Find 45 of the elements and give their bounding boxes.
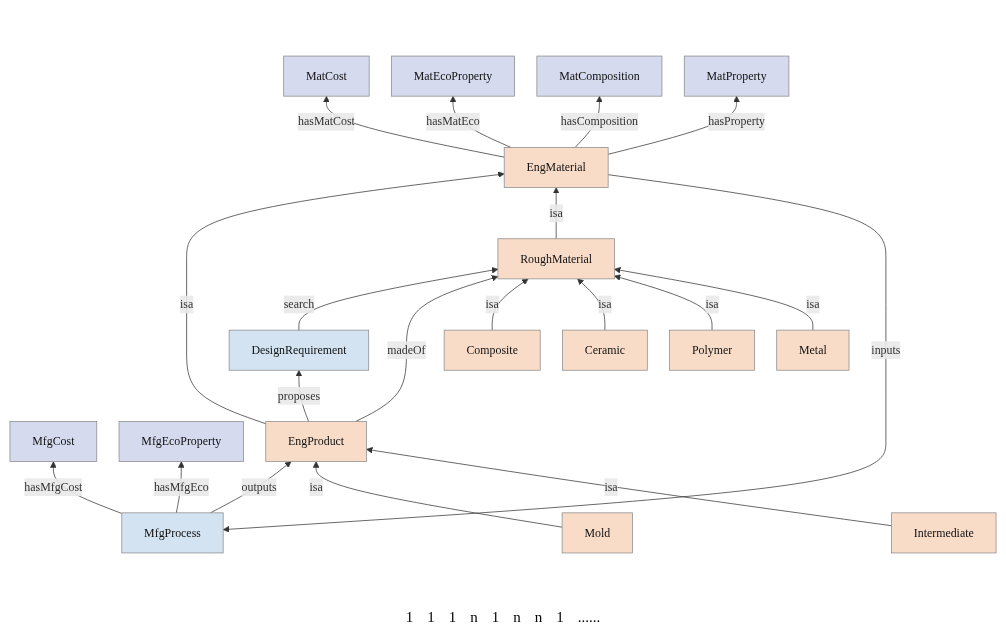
edge-label: hasComposition bbox=[560, 115, 639, 128]
edge-label: proposes bbox=[277, 389, 321, 402]
edge-label: isa bbox=[806, 297, 820, 311]
node-box: Polymer bbox=[669, 329, 755, 371]
edge-label: hasMfgEco bbox=[153, 480, 209, 494]
edge-label: isa bbox=[309, 480, 323, 494]
multiplicity-label: n bbox=[513, 609, 521, 626]
multiplicity-label: n bbox=[534, 609, 543, 626]
edge-label: isa bbox=[604, 480, 618, 494]
multiplicity-label: 1 bbox=[556, 609, 564, 626]
multiplicity-label: n bbox=[470, 609, 478, 626]
node-box: Intermediate bbox=[891, 512, 997, 554]
multiplicity-label: ...... bbox=[577, 609, 601, 626]
multiplicity-label: 1 bbox=[405, 609, 414, 626]
node-box: MatCost bbox=[283, 55, 370, 97]
edge-label: isa bbox=[485, 297, 499, 311]
edge-label: hasMatEco bbox=[426, 115, 480, 128]
node-box: MfgEcoProperty bbox=[118, 421, 244, 462]
node-box: Ceramic bbox=[562, 329, 648, 371]
edge-label: hasMatCost bbox=[298, 115, 355, 128]
node-box: Composite bbox=[443, 329, 541, 371]
node-box: DesignRequirement bbox=[228, 329, 370, 371]
multiplicity-label: 1 bbox=[427, 609, 435, 626]
edge-label: inputs bbox=[871, 343, 901, 357]
node-box: EngProduct bbox=[265, 421, 367, 462]
edge-label: isa bbox=[549, 206, 563, 220]
node-box: MfgCost bbox=[9, 421, 98, 462]
node-box: RoughMaterial bbox=[497, 238, 615, 280]
edge-label: isa bbox=[180, 297, 194, 311]
node-box: MatComposition bbox=[536, 55, 663, 97]
node-box: Metal bbox=[776, 329, 850, 371]
edge-label: hasProperty bbox=[708, 115, 765, 128]
multiplicity-label: 1 bbox=[491, 609, 500, 626]
node-box: MatProperty bbox=[683, 55, 790, 97]
multiplicity-label: 1 bbox=[448, 609, 457, 626]
edge-label: isa bbox=[705, 297, 719, 311]
node-box: EngMaterial bbox=[503, 147, 609, 188]
edge-label: madeOf bbox=[387, 343, 426, 357]
node-box: MatEcoProperty bbox=[391, 55, 515, 97]
edge-label: search bbox=[283, 297, 315, 311]
edge-label: isa bbox=[598, 297, 612, 311]
edge-label: hasMfgCost bbox=[24, 480, 83, 494]
node-box: Mold bbox=[561, 512, 633, 554]
node-box: MfgProcess bbox=[121, 512, 224, 554]
edge-label: outputs bbox=[241, 480, 277, 494]
